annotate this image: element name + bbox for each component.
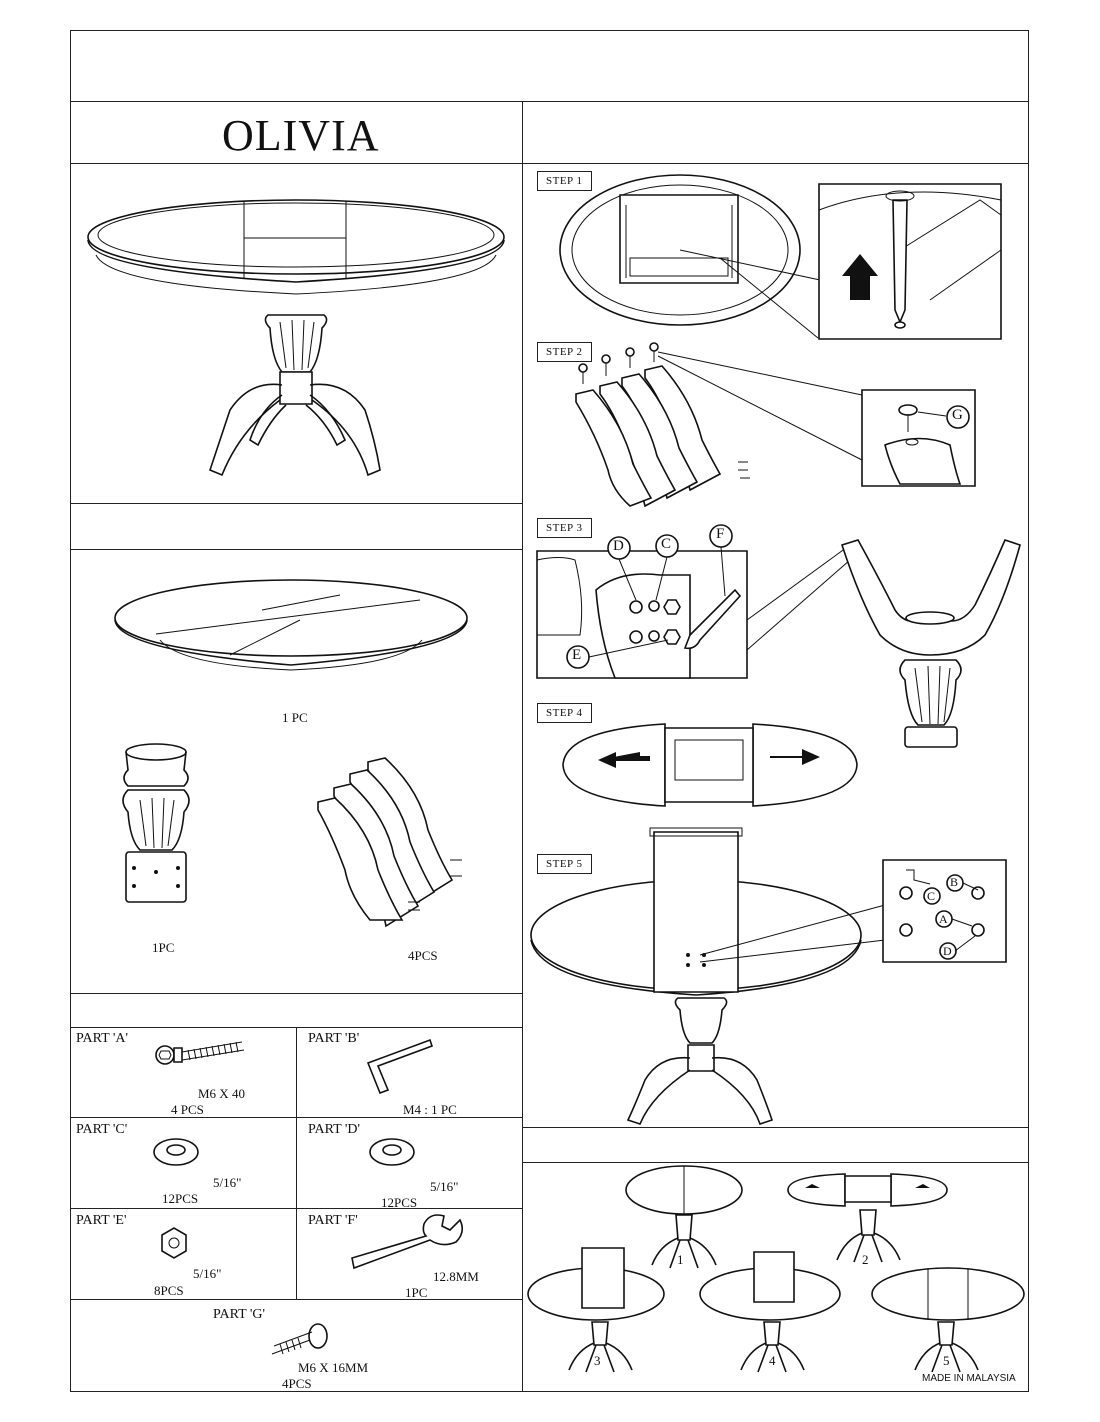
callout-b-step5: B xyxy=(950,875,959,889)
screw-icon xyxy=(272,1324,327,1354)
part-c-label: PART 'C' xyxy=(76,1122,128,1137)
step3-illustration xyxy=(537,525,1020,747)
hex-nut-icon xyxy=(162,1228,186,1258)
sequence-number-1: 1 xyxy=(677,1252,684,1267)
left-divider-1 xyxy=(70,503,522,504)
assembled-table-illustration xyxy=(88,200,504,475)
step-1-label: STEP 1 xyxy=(537,171,592,191)
part-b-spec: M4 : 1 PC xyxy=(403,1102,457,1117)
sequence-number-3: 3 xyxy=(594,1353,601,1368)
part-e-label: PART 'E' xyxy=(76,1213,127,1228)
callout-f: F xyxy=(716,526,725,542)
bolt-icon xyxy=(156,1042,244,1064)
made-in-label: MADE IN MALAYSIA xyxy=(922,1373,1016,1384)
callout-a-step5: A xyxy=(939,912,948,926)
step1-illustration xyxy=(560,175,1001,339)
part-f-label: PART 'F' xyxy=(308,1213,358,1228)
hardware-column-divider xyxy=(296,1027,297,1299)
callout-e: E xyxy=(572,647,582,663)
part-d-qty: 12PCS xyxy=(381,1195,418,1210)
part-g-qty: 4PCS xyxy=(282,1376,312,1391)
part-d-spec: 5/16" xyxy=(430,1179,459,1194)
right-divider-2 xyxy=(522,1162,1029,1163)
part-g-spec: M6 X 16MM xyxy=(298,1360,369,1375)
pedestal-quantity: 1PC xyxy=(152,940,175,955)
sequence-number-2: 2 xyxy=(862,1252,869,1267)
part-c-spec: 5/16" xyxy=(213,1175,242,1190)
part-f-qty: 1PC xyxy=(405,1285,428,1300)
tabletop-part-illustration xyxy=(115,580,467,670)
part-d-label: PART 'D' xyxy=(308,1122,361,1137)
spring-washer-icon xyxy=(154,1139,198,1165)
flat-washer-icon xyxy=(370,1139,414,1165)
step5-illustration xyxy=(531,828,1006,1124)
extension-sequence-illustration xyxy=(528,1166,1024,1372)
left-divider-2 xyxy=(70,549,522,550)
legs-part-illustration xyxy=(318,758,462,926)
part-g-label: PART 'G' xyxy=(213,1307,266,1322)
step-4-label: STEP 4 xyxy=(537,703,592,723)
pedestal-part-illustration xyxy=(123,744,189,902)
part-e-spec: 5/16" xyxy=(193,1266,222,1281)
tabletop-quantity: 1 PC xyxy=(282,710,308,725)
step-3-label: STEP 3 xyxy=(537,518,592,538)
instruction-sheet xyxy=(70,30,1029,1392)
part-b-label: PART 'B' xyxy=(308,1031,360,1046)
column-divider xyxy=(522,101,523,1392)
header-divider xyxy=(70,101,1029,102)
sequence-number-4: 4 xyxy=(769,1353,776,1368)
callout-d: D xyxy=(613,538,624,554)
legs-quantity: 4PCS xyxy=(408,948,438,963)
part-e-qty: 8PCS xyxy=(154,1283,184,1298)
callout-c: C xyxy=(661,536,672,552)
step-5-label: STEP 5 xyxy=(537,854,592,874)
left-divider-3 xyxy=(70,993,522,994)
part-f-spec: 12.8MM xyxy=(433,1269,479,1284)
hardware-row-divider-2 xyxy=(70,1208,522,1209)
step4-illustration xyxy=(563,724,857,806)
part-a-qty: 4 PCS xyxy=(171,1102,204,1117)
callout-c-step5: C xyxy=(927,889,936,903)
part-a-label: PART 'A' xyxy=(76,1031,129,1046)
step-2-label: STEP 2 xyxy=(537,342,592,362)
part-a-spec: M6 X 40 xyxy=(198,1086,245,1101)
callout-d-step5: D xyxy=(943,944,952,958)
right-divider-1 xyxy=(522,1127,1029,1128)
sequence-number-5: 5 xyxy=(943,1353,950,1368)
hardware-row-divider-3 xyxy=(70,1299,522,1300)
product-title: OLIVIA xyxy=(222,111,380,160)
hardware-row-divider-1 xyxy=(70,1117,522,1118)
step2-illustration xyxy=(576,343,975,506)
spanner-icon xyxy=(352,1215,462,1268)
callout-g: G xyxy=(952,407,963,423)
allen-key-icon xyxy=(368,1040,432,1093)
title-divider xyxy=(70,163,1029,164)
part-c-qty: 12PCS xyxy=(162,1191,199,1206)
